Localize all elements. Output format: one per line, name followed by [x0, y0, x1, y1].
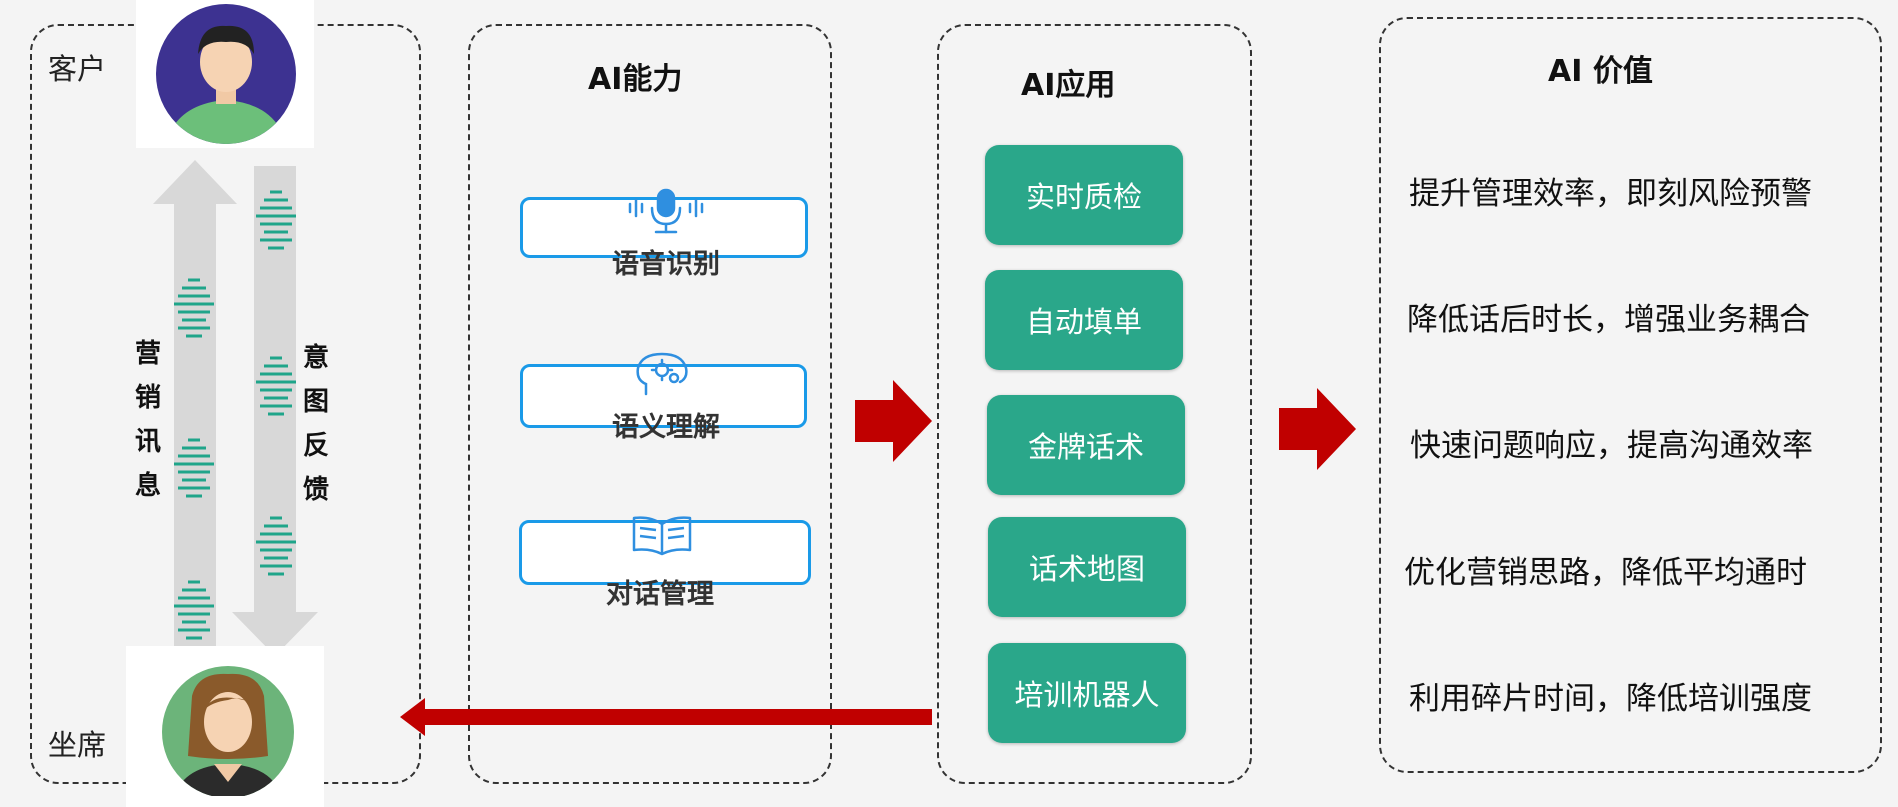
ai-application-title: AI应用 — [1021, 68, 1116, 103]
sound-wave-icon — [256, 516, 296, 576]
sound-wave-icon — [256, 356, 296, 416]
ai-capability-title: AI能力 — [588, 62, 683, 97]
red-right-arrow-icon — [1279, 388, 1356, 470]
ai-capability-panel — [468, 24, 832, 784]
app-training-robot-button[interactable]: 培训机器人 — [988, 643, 1186, 743]
open-book-icon — [632, 516, 692, 556]
sound-wave-icon — [174, 278, 214, 338]
app-golden-script-button[interactable]: 金牌话术 — [987, 395, 1185, 495]
capability-label: 语义理解 — [612, 412, 720, 443]
value-item: 提升管理效率，即刻风险预警 — [1409, 176, 1812, 212]
down-arrow-icon — [232, 166, 318, 656]
ai-value-title: AI 价值 — [1548, 54, 1653, 89]
agent-label: 坐席 — [48, 728, 107, 762]
value-item: 降低话后时长，增强业务耦合 — [1407, 302, 1810, 338]
customer-avatar — [156, 4, 296, 144]
value-item: 优化营销思路，降低平均通时 — [1404, 555, 1807, 591]
sound-wave-icon — [174, 438, 214, 498]
ai-application-panel — [937, 24, 1252, 784]
ai-value-panel — [1379, 17, 1882, 773]
sound-wave-icon — [256, 190, 296, 250]
sound-wave-icon — [174, 580, 214, 640]
capability-label: 语音识别 — [612, 249, 720, 280]
red-right-arrow-icon — [855, 380, 932, 462]
red-left-arrow-icon — [400, 698, 932, 736]
marketing-info-label: 营 销 讯 息 — [134, 339, 161, 501]
app-script-map-button[interactable]: 话术地图 — [988, 517, 1186, 617]
capability-label: 对话管理 — [606, 579, 714, 610]
value-item: 利用碎片时间，降低培训强度 — [1409, 681, 1812, 717]
customer-label: 客户 — [48, 52, 107, 86]
up-arrow-icon — [153, 160, 237, 654]
app-realtime-quality-check-button[interactable]: 实时质检 — [985, 145, 1183, 245]
app-auto-form-fill-button[interactable]: 自动填单 — [985, 270, 1183, 370]
intent-feedback-label: 意 图 反 馈 — [302, 343, 329, 505]
value-item: 快速问题响应，提高沟通效率 — [1410, 428, 1813, 464]
brain-gear-icon — [636, 352, 688, 396]
microphone-icon — [628, 188, 704, 234]
agent-avatar — [162, 666, 294, 796]
